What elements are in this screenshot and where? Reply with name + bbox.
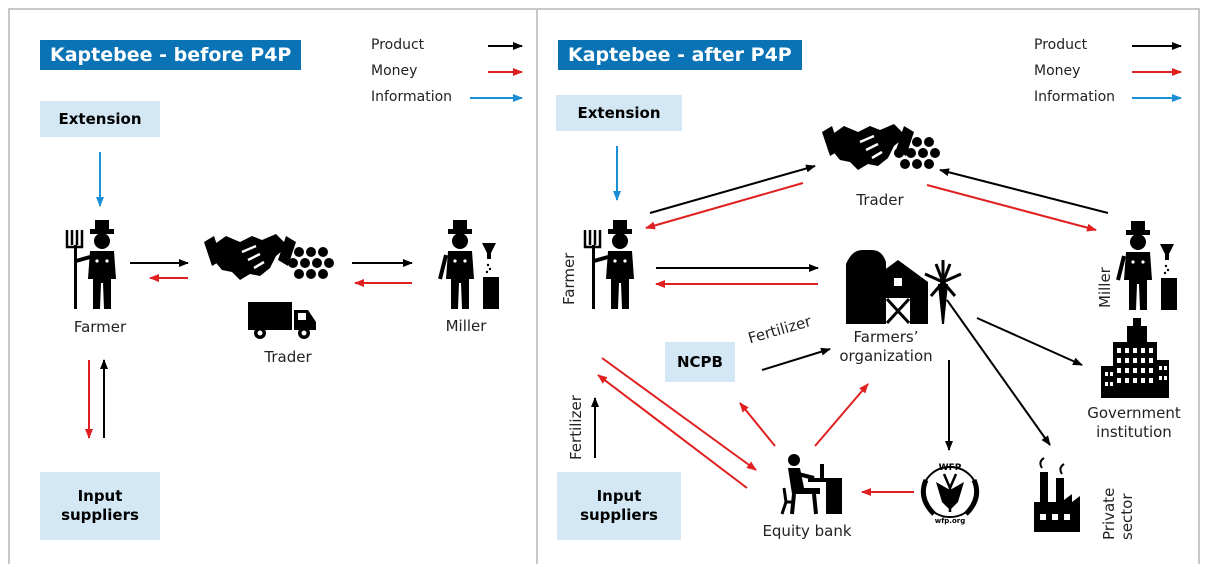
legend-information-label-right: Information: [1034, 89, 1116, 105]
arrow-money-trader-farmer-after: [645, 182, 804, 230]
legend-money-label-right: Money: [1034, 63, 1081, 79]
government-line1: Government: [1087, 404, 1181, 422]
farmer-label-after: Farmer: [560, 252, 578, 305]
panel-before-p4p: [8, 8, 536, 564]
government-label: Government institution: [1070, 404, 1198, 442]
farmer-icon-after: [583, 218, 636, 311]
legend-product-label-right: Product: [1034, 37, 1088, 53]
handshake-icon: [202, 232, 298, 282]
miller-icon-after: [1116, 219, 1179, 312]
government-line2: institution: [1096, 422, 1172, 441]
farmers-org-label: Farmers’ organization: [826, 328, 946, 366]
input-suppliers-box: Input suppliers: [40, 472, 160, 540]
arrow-product-farmer-trader-after: [649, 164, 816, 214]
arrow-product-org-private: [946, 299, 1051, 446]
arrow-money-bank-org: [814, 383, 869, 447]
trader-label-after: Trader: [856, 191, 904, 209]
input-suppliers-after-line2: suppliers: [580, 506, 658, 524]
banker-icon: [780, 452, 844, 516]
government-building-icon: [1101, 318, 1169, 398]
private-sector-label: Private sector: [1100, 488, 1136, 540]
input-suppliers-line1: Input: [77, 487, 123, 506]
farmer-label: Farmer: [73, 318, 127, 336]
farmer-icon: [65, 218, 118, 311]
arrow-money-farmer-bank: [601, 357, 757, 471]
barn-icon: [844, 248, 963, 326]
extension-box: Extension: [40, 101, 160, 137]
input-suppliers-line2: suppliers: [61, 506, 139, 524]
panel-after-p4p: [536, 8, 1200, 564]
arrow-money-trader-miller-after: [926, 184, 1097, 232]
private-line1: Private: [1100, 487, 1118, 540]
miller-label: Miller: [445, 317, 487, 335]
truck-icon: [248, 302, 316, 339]
title-before: Kaptebee - before P4P: [40, 40, 302, 70]
equity-bank-label: Equity bank: [762, 522, 852, 540]
grain-icon-after: [894, 137, 940, 169]
wfp-logo-bottom-text: wfp.org: [935, 517, 965, 525]
arrow-money-bank-farmer: [597, 374, 748, 489]
fertilizer-input-label: Fertilizer: [567, 395, 585, 460]
legend-money-label: Money: [371, 63, 418, 79]
trader-label: Trader: [264, 348, 312, 366]
farmers-org-line1: Farmers’: [853, 328, 919, 346]
wfp-logo-icon: [923, 467, 977, 517]
legend-information-label: Information: [371, 89, 453, 105]
private-line2: sector: [1118, 493, 1136, 540]
arrow-fertilizer-ncpb-org: [761, 347, 831, 371]
arrow-product-org-government: [976, 317, 1083, 366]
miller-label-after: Miller: [1096, 267, 1114, 308]
title-after: Kaptebee - after P4P: [558, 40, 802, 70]
arrow-money-bank-ncpb: [739, 402, 776, 447]
arrow-product-miller-trader-after: [939, 168, 1109, 214]
farmers-org-line2: organization: [839, 346, 933, 365]
legend-product-label: Product: [371, 37, 425, 53]
miller-icon: [438, 218, 501, 311]
wfp-logo-top-text: WFP: [939, 463, 962, 473]
input-suppliers-after-line1: Input: [596, 487, 642, 506]
input-suppliers-box-after: Input suppliers: [557, 472, 681, 540]
factory-icon: [1033, 457, 1081, 533]
ncpb-box: NCPB: [665, 342, 735, 382]
extension-box-after: Extension: [556, 95, 682, 131]
grain-icon: [288, 247, 334, 279]
